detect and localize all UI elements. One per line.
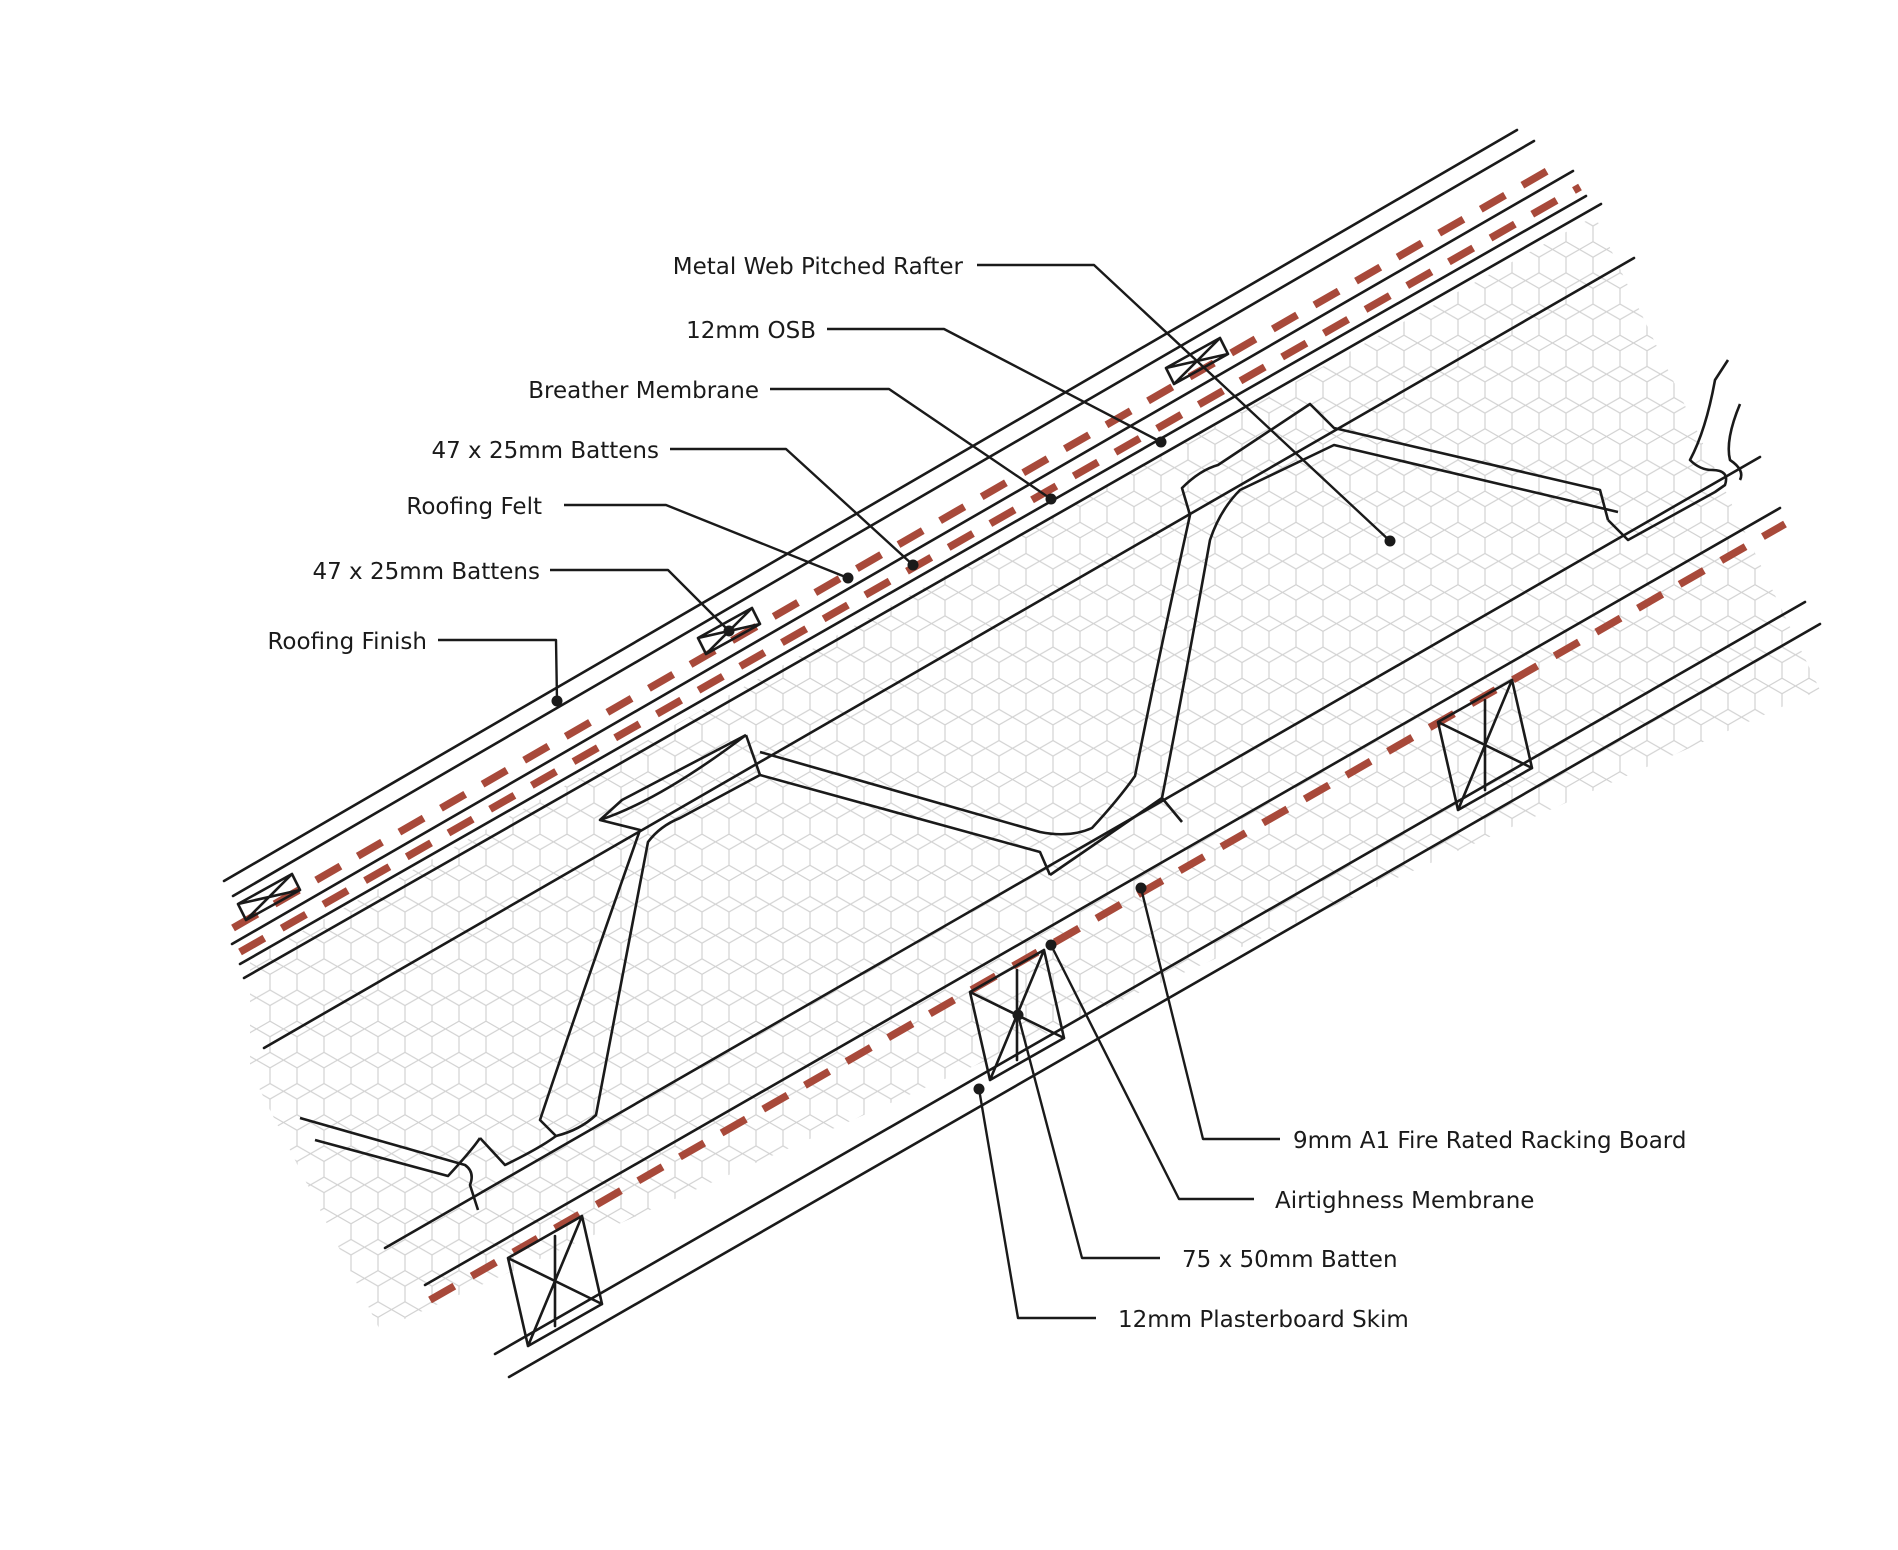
roofing-felt-membrane xyxy=(231,159,1563,932)
label-racking-board: 9mm A1 Fire Rated Racking Board xyxy=(1293,1128,1686,1154)
rafter-top-chord xyxy=(262,256,1636,1050)
label-roofing-felt: Roofing Felt xyxy=(406,494,542,520)
leader-battens-upper xyxy=(670,447,919,571)
label-osb: 12mm OSB xyxy=(686,318,816,344)
label-battens-lower: 47 x 25mm Battens xyxy=(312,559,540,585)
label-batten-75x50: 75 x 50mm Batten xyxy=(1182,1247,1398,1273)
airtightness-membrane xyxy=(428,520,1787,1304)
label-roofing-finish: Roofing Finish xyxy=(267,629,427,655)
insulation-fill xyxy=(250,216,1820,1330)
osb-lines xyxy=(238,194,1603,980)
upper-batten-2 xyxy=(696,606,762,656)
label-breather-membrane: Breather Membrane xyxy=(528,378,759,404)
leader-batten-75x50 xyxy=(1012,1009,1160,1260)
leader-airtightness-membrane xyxy=(1045,939,1254,1201)
metal-web-left xyxy=(299,733,1052,1211)
racking-board-line xyxy=(423,506,1782,1287)
label-battens-upper: 47 x 25mm Battens xyxy=(431,438,659,464)
label-plasterboard-skim: 12mm Plasterboard Skim xyxy=(1118,1307,1409,1333)
plasterboard-lines xyxy=(493,600,1822,1379)
leader-battens-lower xyxy=(550,568,735,637)
label-airtightness-membrane: Airtighness Membrane xyxy=(1275,1188,1534,1214)
leader-breather-membrane xyxy=(770,387,1057,505)
upper-battens-line xyxy=(230,169,1575,946)
ceiling-batten-3 xyxy=(1436,678,1534,812)
leader-osb xyxy=(827,327,1167,448)
roofing-finish-lines xyxy=(222,128,1536,898)
leader-roofing-finish xyxy=(438,638,563,707)
upper-batten-1 xyxy=(236,872,302,922)
leader-metal-web-pitched-rafter xyxy=(977,263,1396,547)
upper-batten-3 xyxy=(1164,336,1230,386)
leader-plasterboard-skim xyxy=(973,1083,1096,1320)
leader-racking-board xyxy=(1135,882,1280,1141)
leader-roofing-felt xyxy=(564,503,854,584)
ceiling-batten-1 xyxy=(506,1214,604,1348)
label-metal-web-pitched-rafter: Metal Web Pitched Rafter xyxy=(673,254,964,280)
rafter-bottom-chord xyxy=(383,455,1762,1250)
metal-web-right xyxy=(1607,359,1743,542)
metal-web-middle xyxy=(759,402,1619,877)
